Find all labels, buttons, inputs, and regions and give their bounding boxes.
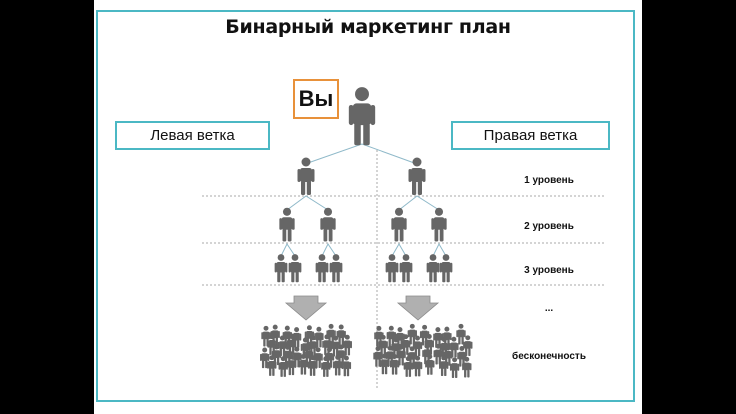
level1-left-person-icon [297,157,315,195]
level-dividers [202,195,604,286]
right-branch-box: Правая ветка [451,121,610,150]
level3-person-icons [274,254,453,283]
down-arrow-icons [284,295,440,321]
level-label-1: 1 уровень [524,175,574,186]
slide: Бинарный маркетинг план [94,0,642,414]
level-label-dots: ... [544,303,554,314]
level-label-infinity: бесконечность [512,351,586,362]
level2-person-icons [279,207,447,242]
level-label-2: 2 уровень [524,221,574,232]
right-down-arrow-icon [396,295,440,321]
level-label-3: 3 уровень [524,265,574,276]
root-person-icon [348,87,376,146]
left-branch-box: Левая ветка [115,121,270,150]
left-crowd-icon [260,323,352,377]
left-down-arrow-icon [284,295,328,321]
you-label-box: Вы [293,79,339,119]
diagram-canvas [202,87,604,388]
diagram-title: Бинарный маркетинг план [225,16,511,38]
level1-right-person-icon [408,157,426,195]
tree-connectors [280,143,447,257]
right-crowd-icon [373,323,473,378]
slide-frame [96,10,635,402]
